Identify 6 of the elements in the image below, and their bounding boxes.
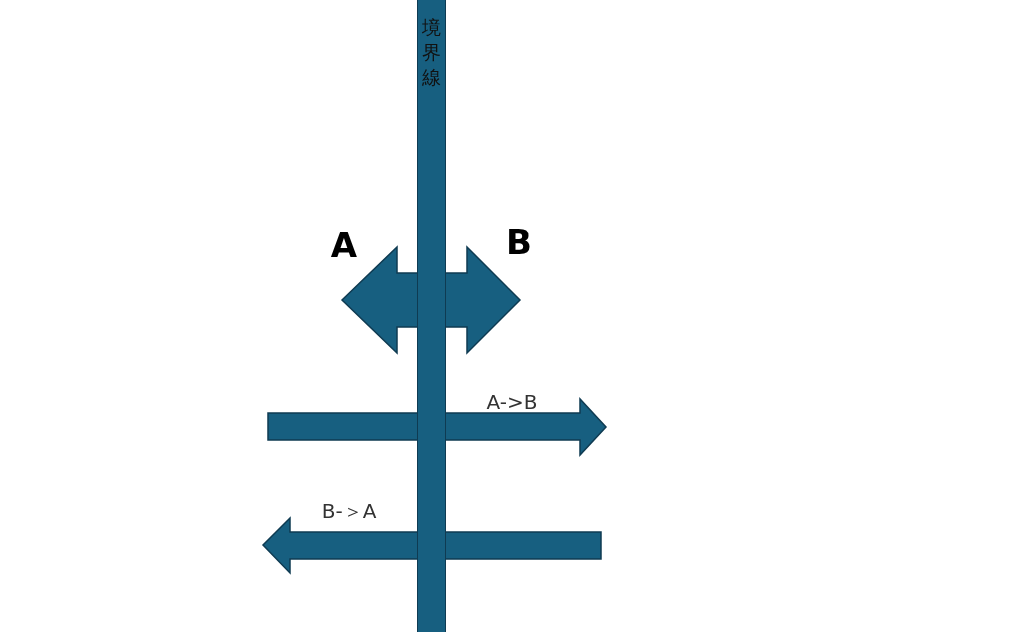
boundary-band: [417, 0, 446, 632]
direction-label: A->B: [486, 390, 538, 414]
direction-label: B-＞A: [321, 497, 377, 525]
band-label: 境界線: [421, 15, 441, 90]
side-label: A: [330, 225, 358, 265]
side-label: B: [506, 222, 532, 262]
